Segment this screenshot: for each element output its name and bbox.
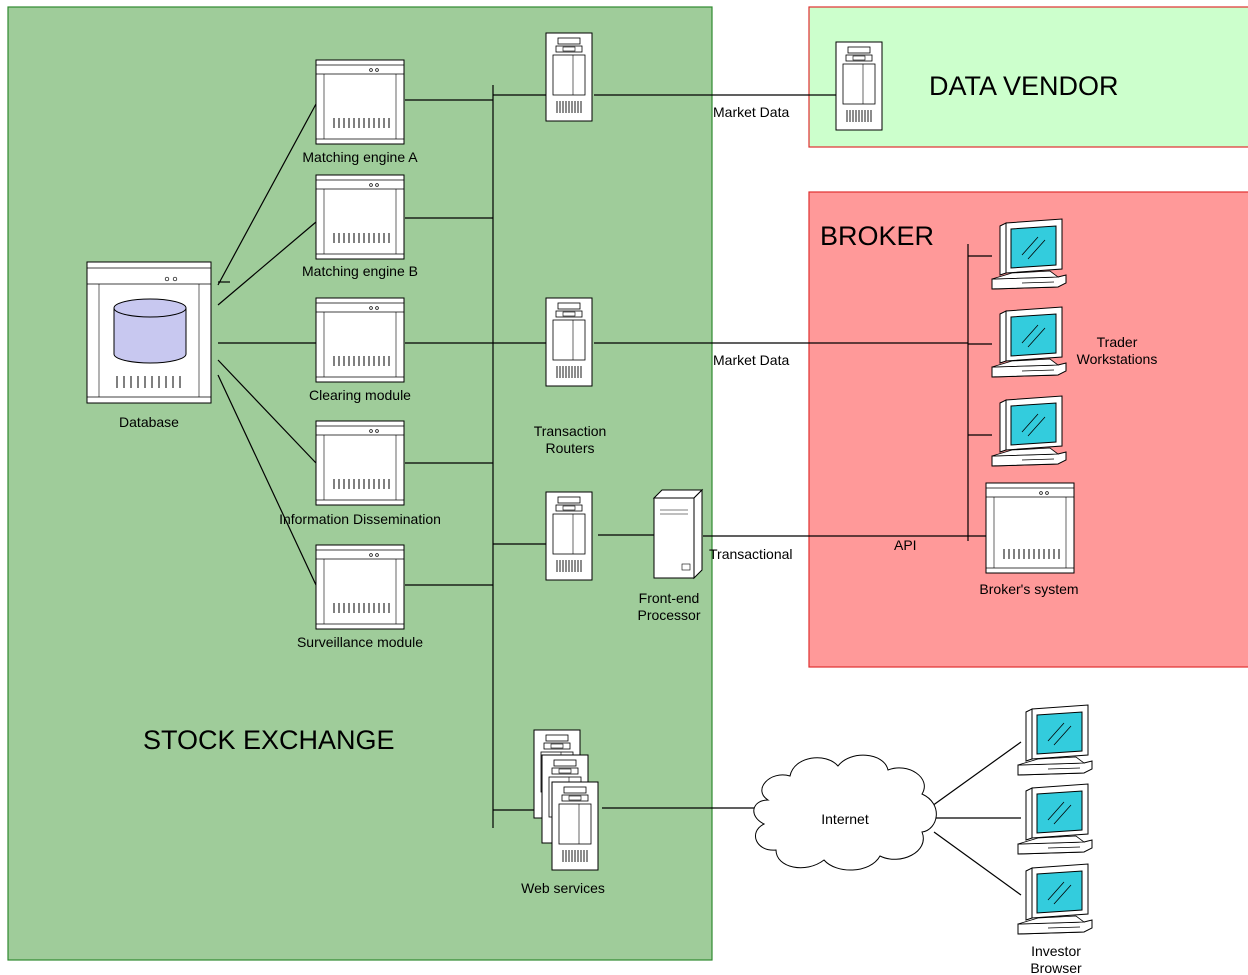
investor-pc-icon-1: [1017, 704, 1093, 776]
disk-icon: [113, 298, 187, 364]
front-end-processor-label-1: Front-end: [639, 590, 700, 606]
surveillance-module-label: Surveillance module: [297, 634, 423, 650]
router-server-3: [545, 491, 593, 581]
market-data-vendor-label: Market Data: [713, 104, 789, 120]
web-services-label: Web services: [521, 880, 605, 896]
matching-engine-a-label: Matching engine A: [302, 149, 418, 165]
web-server-3: [551, 781, 599, 871]
router-server-1: [545, 32, 593, 122]
broker-title: BROKER: [820, 221, 934, 251]
data-vendor-server: [835, 41, 883, 131]
broker-system-server: [985, 482, 1075, 574]
info-dissemination-label: Information Dissemination: [279, 511, 441, 527]
clearing-module-server: [315, 297, 405, 383]
internet-cloud-icon: [753, 754, 937, 871]
investor-browser-label-2: Browser: [1030, 960, 1082, 975]
internet-label: Internet: [821, 811, 869, 827]
transaction-routers-label-1: Transaction: [534, 423, 607, 439]
trader-workstation-icon-3: [991, 395, 1067, 467]
database-label: Database: [119, 414, 179, 430]
matching-engine-b-label: Matching engine B: [302, 263, 418, 279]
clearing-module-label: Clearing module: [309, 387, 411, 403]
trader-workstations-label-2: Workstations: [1077, 351, 1158, 367]
info-dissemination-server: [315, 420, 405, 506]
surveillance-module-server: [315, 544, 405, 630]
trader-workstations-label-1: Trader: [1097, 334, 1138, 350]
investor-browser-label-1: Investor: [1031, 943, 1081, 959]
stock-exchange-title: STOCK EXCHANGE: [143, 725, 395, 755]
market-data-broker-label: Market Data: [713, 352, 789, 368]
trader-workstation-icon-2: [991, 306, 1067, 378]
front-end-processor-server: [652, 488, 704, 580]
transaction-routers-label-2: Routers: [545, 440, 594, 456]
matching-engine-b-server: [315, 174, 405, 260]
data-vendor-title: DATA VENDOR: [929, 71, 1119, 101]
broker-system-label: Broker's system: [979, 581, 1078, 597]
connection-lines: [217, 85, 1022, 896]
front-end-processor-label-2: Processor: [637, 607, 700, 623]
api-label: API: [894, 537, 917, 553]
router-server-2: [545, 297, 593, 387]
trader-workstation-icon-1: [991, 218, 1067, 290]
matching-engine-a-server: [315, 59, 405, 145]
database-server: [86, 261, 212, 404]
transactional-label: Transactional: [709, 546, 793, 562]
investor-pc-icon-3: [1017, 863, 1093, 935]
investor-pc-icon-2: [1017, 783, 1093, 855]
